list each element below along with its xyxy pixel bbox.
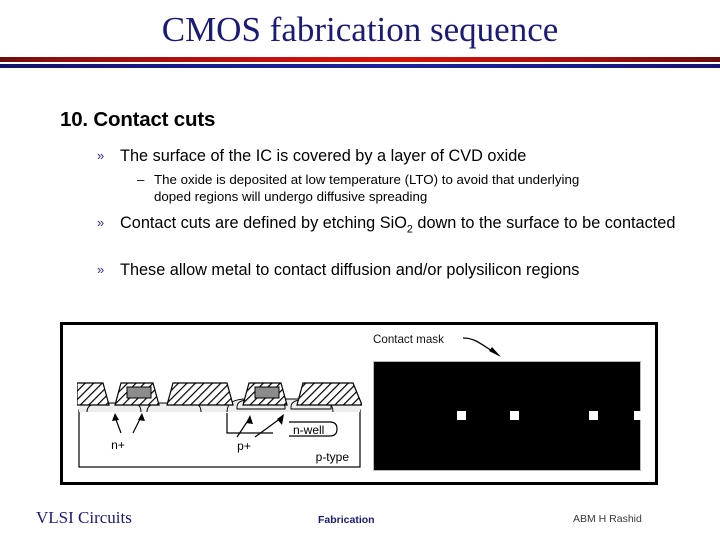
bullet-text: These allow metal to contact diffusion a… [120, 261, 580, 279]
mask-window [457, 411, 466, 420]
bullet-marker: » [97, 148, 105, 163]
svg-text:p-type: p-type [316, 450, 350, 464]
bullet-marker: » [97, 215, 105, 230]
bullet-item-2: – The oxide is deposited at low temperat… [137, 172, 607, 205]
cross-section-diagram: n+ p+ n-well p-type [77, 382, 362, 468]
contact-mask-arrow-icon [462, 337, 501, 357]
bullet-marker: – [137, 172, 145, 187]
mask-window [589, 411, 598, 420]
bullet-text: The surface of the IC is covered by a la… [120, 147, 527, 165]
bullet-marker: » [97, 262, 105, 277]
bullet-item-3: » Contact cuts are defined by etching Si… [97, 213, 682, 240]
footer-topic: Fabrication [318, 514, 375, 526]
section-heading: 10. Contact cuts [60, 108, 216, 131]
svg-text:n+: n+ [111, 438, 125, 452]
bullet-item-4: » These allow metal to contact diffusion… [97, 260, 682, 281]
bullet-text: The oxide is deposited at low temperatur… [154, 172, 580, 204]
svg-text:p+: p+ [237, 439, 251, 453]
svg-text:n-well: n-well [293, 423, 324, 437]
bullet-text-part-1: Contact cuts are defined by etching SiO [120, 214, 407, 232]
title-divider-red [0, 57, 720, 62]
title-divider-blue [0, 64, 720, 68]
figure-container: Contact mask [60, 322, 658, 485]
subscript: 2 [406, 223, 413, 236]
bullet-text: Contact cuts are defined by etching SiO2… [120, 213, 682, 240]
bullet-item-1: » The surface of the IC is covered by a … [97, 146, 682, 167]
bullet-text-part-2: down to the surface to be contacted [412, 214, 676, 232]
mask-window [510, 411, 519, 420]
mask-window [634, 411, 643, 420]
footer-course: VLSI Circuits [36, 508, 132, 527]
contact-mask-label: Contact mask [373, 333, 444, 346]
page-title: CMOS fabrication sequence [161, 10, 559, 49]
footer-author: ABM H Rashid [573, 513, 642, 525]
contact-mask-panel [373, 361, 643, 471]
